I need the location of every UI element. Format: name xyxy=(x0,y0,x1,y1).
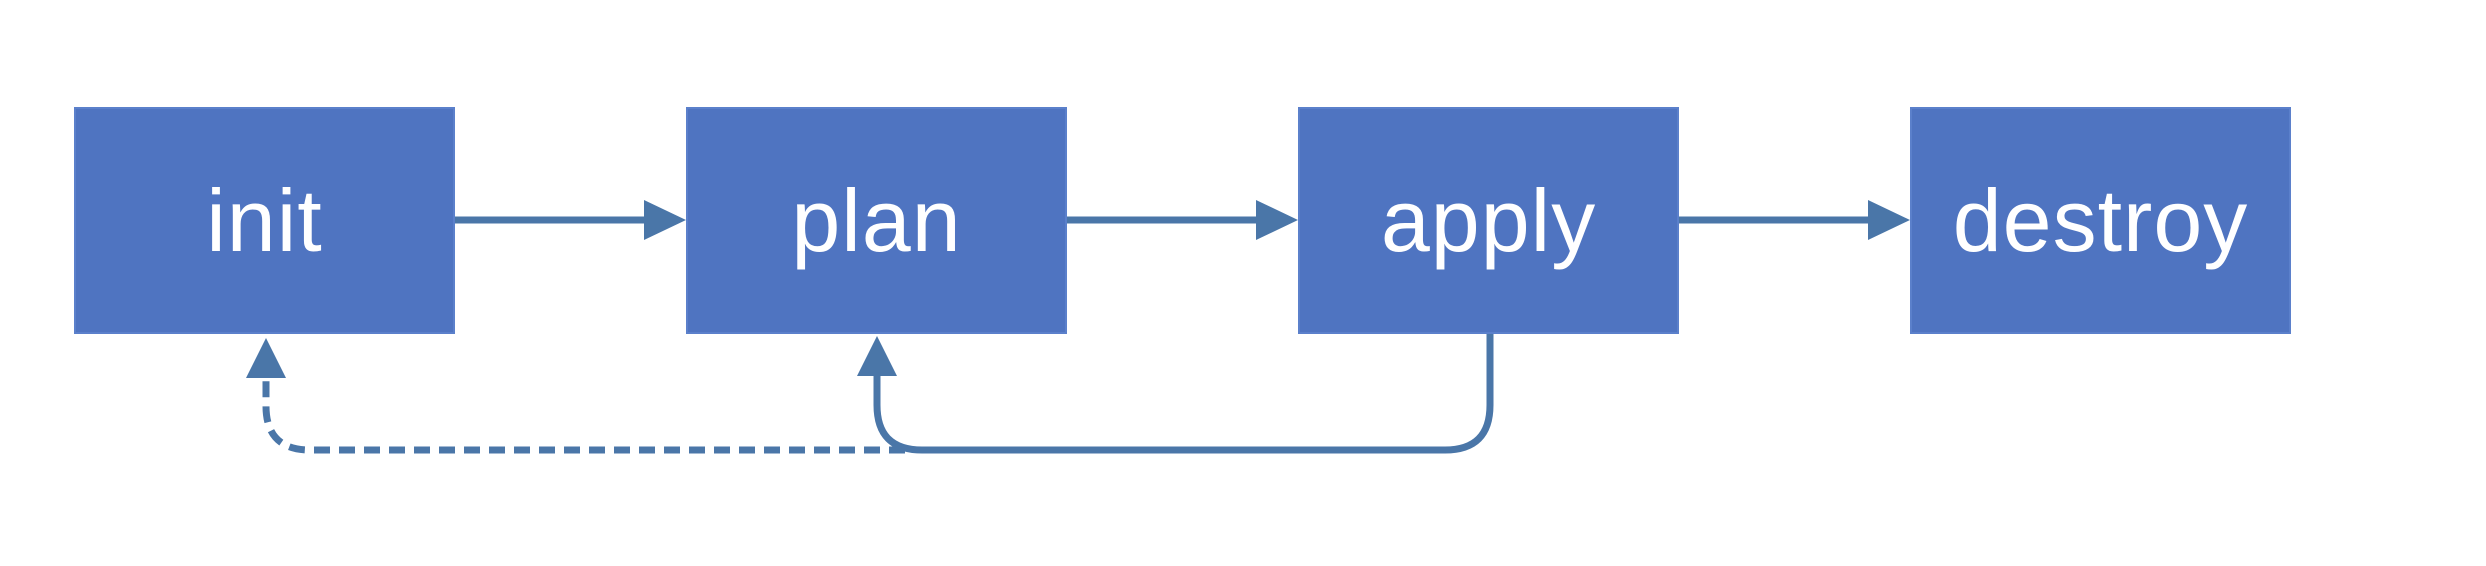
stage-init-box: init xyxy=(74,107,455,334)
stage-apply-label: apply xyxy=(1380,170,1597,270)
stage-plan-label: plan xyxy=(791,170,962,270)
edge-init-to-plan xyxy=(455,200,686,240)
stage-destroy-box: destroy xyxy=(1910,107,2291,334)
stage-destroy-label: destroy xyxy=(1952,170,2249,270)
edge-apply-to-init-loop xyxy=(246,338,905,454)
edge-apply-to-plan-loop xyxy=(857,334,1494,454)
stage-init-label: init xyxy=(206,170,323,270)
stage-plan-box: plan xyxy=(686,107,1067,334)
edge-apply-to-destroy xyxy=(1679,200,1910,240)
edge-plan-to-apply xyxy=(1067,200,1298,240)
stage-apply-box: apply xyxy=(1298,107,1679,334)
